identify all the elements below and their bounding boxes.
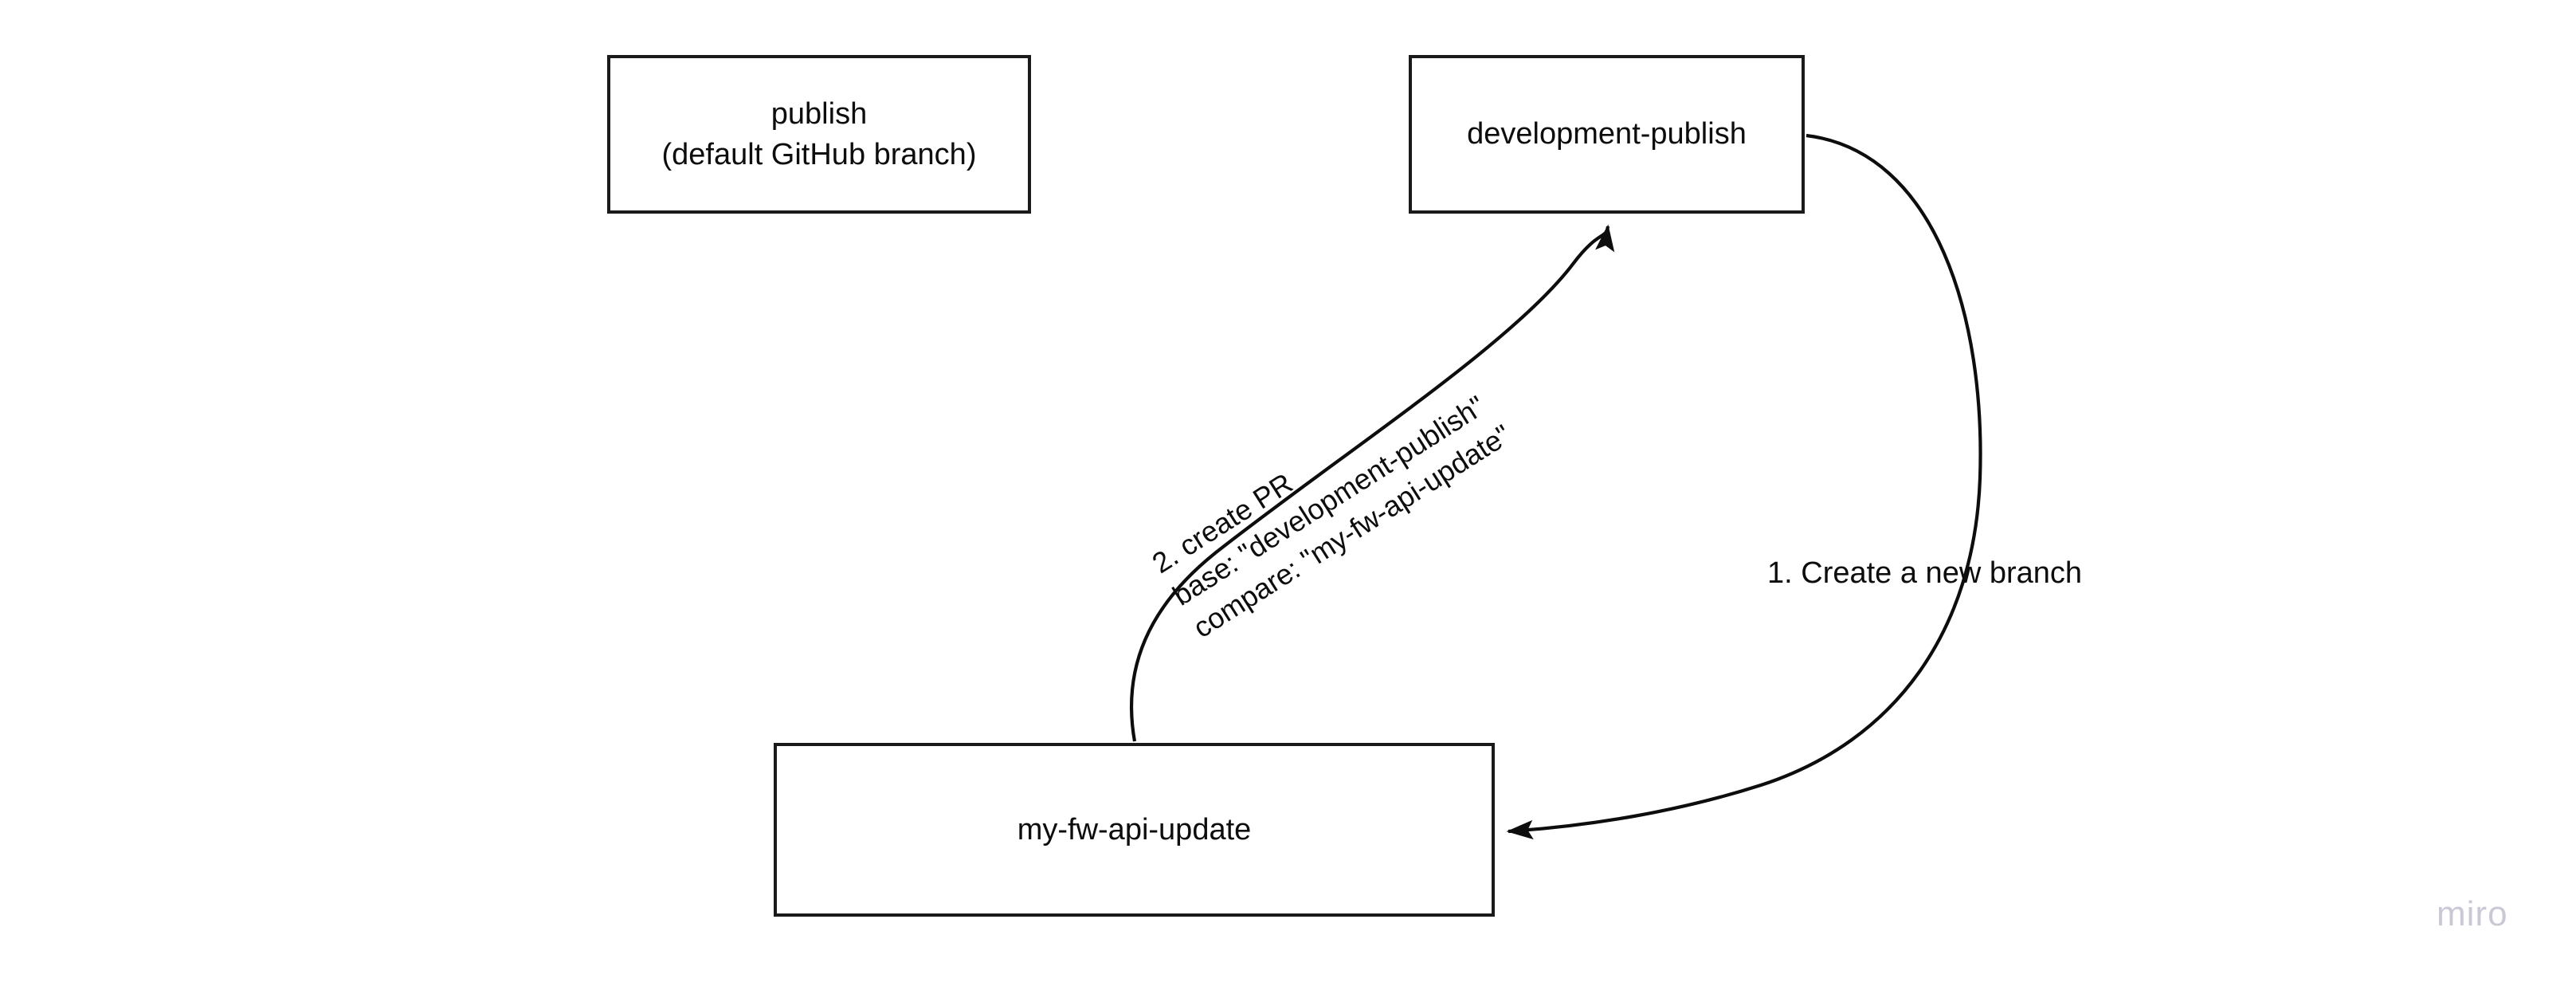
edge-create-branch-path [1506, 133, 1982, 840]
node-publish[interactable]: publish (default GitHub branch) [607, 55, 1031, 214]
node-development-publish[interactable]: development-publish [1409, 55, 1805, 214]
edge-label-create-branch[interactable]: 1. Create a new branch [1767, 556, 2083, 590]
node-my-fw-api-update[interactable]: my-fw-api-update [774, 743, 1495, 917]
edge-label-create-pr[interactable]: 2. create PR base: "development-publish"… [1146, 389, 1517, 645]
miro-watermark: miro [2437, 894, 2508, 933]
